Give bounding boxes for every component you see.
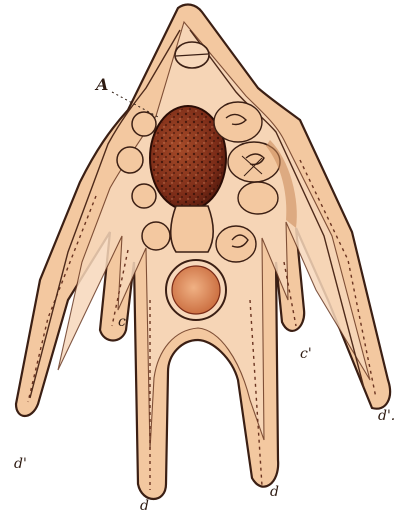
intestine-connector bbox=[171, 206, 214, 252]
oral-ring bbox=[175, 42, 209, 68]
label-a: A bbox=[94, 75, 108, 94]
label-d-prime-left: d' bbox=[14, 456, 27, 472]
vesicle bbox=[166, 260, 226, 320]
label-d-left: d bbox=[140, 498, 149, 514]
label-d-right: d bbox=[270, 484, 279, 500]
label-c-prime-left: c' bbox=[118, 314, 130, 330]
label-c-prime-right: c' bbox=[300, 346, 312, 362]
label-d-prime-right: d'. bbox=[378, 408, 395, 424]
